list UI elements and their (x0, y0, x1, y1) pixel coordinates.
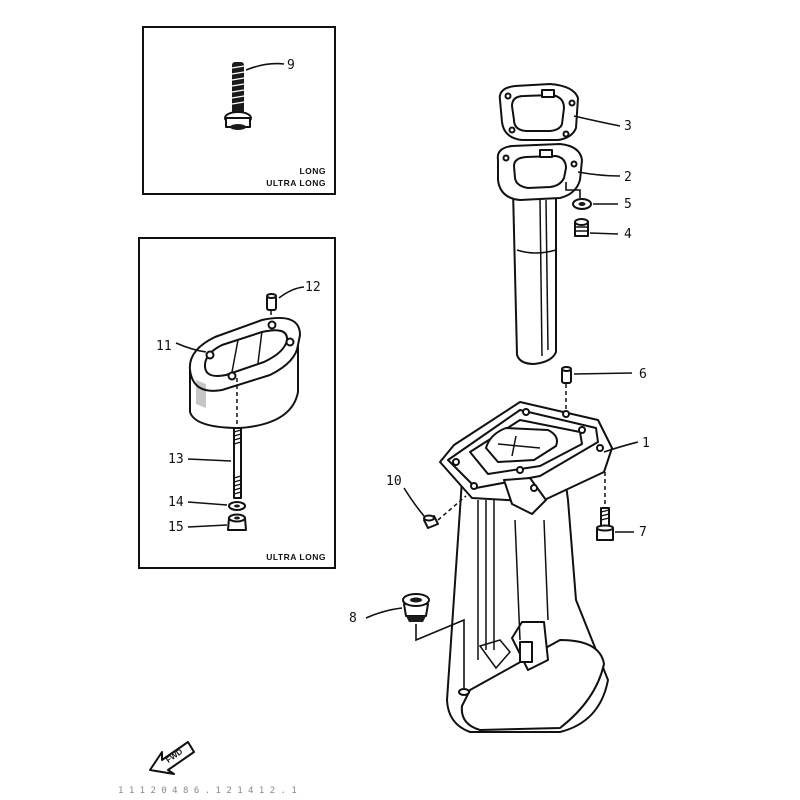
part-15-nut (227, 513, 247, 531)
fwd-arrow-icon: FWD (149, 741, 195, 775)
part-10-plug (423, 514, 439, 529)
callout-6: 6 (639, 367, 647, 382)
callout-3: 3 (624, 119, 632, 134)
callout-13: 13 (168, 452, 184, 467)
part-9-bolt (224, 62, 252, 130)
inset-box-border (142, 26, 336, 195)
callout-2: 2 (624, 170, 632, 185)
leader-9 (245, 62, 285, 71)
inset-label-ultra-long-2: ULTRA LONG (266, 552, 326, 562)
callout-4: 4 (624, 227, 632, 242)
part-2-exhaust-tube (496, 143, 583, 365)
part-5-washer (572, 198, 592, 210)
footer-code: 1 1 1 2 0 4 8 6 . 1 2 1 4 1 2 . 1 (118, 786, 297, 796)
callout-8: 8 (349, 611, 357, 626)
leader-2-tab (565, 182, 581, 198)
part-14-washer (228, 501, 246, 511)
callout-14: 14 (168, 495, 184, 510)
part-1-upper-casing (439, 401, 613, 733)
part-4-bolt (574, 218, 589, 237)
callout-10: 10 (386, 474, 402, 489)
part-11-spacer (188, 316, 301, 429)
leader-1 (603, 441, 639, 453)
inset-label-long: LONG (299, 166, 326, 176)
leader-6 (573, 372, 633, 375)
callout-11: 11 (156, 339, 172, 354)
leader-14 (187, 501, 228, 506)
leader-10 (403, 487, 425, 517)
leader-15 (187, 524, 228, 528)
callout-12: 12 (305, 280, 321, 295)
part-3-gasket (498, 83, 579, 141)
leader-11 (175, 342, 207, 353)
dash-10 (437, 495, 467, 521)
part-8-grommet (402, 593, 430, 622)
callout-5: 5 (624, 197, 632, 212)
part-6-dowel-pin (561, 366, 572, 384)
inset-label-ultra-long: ULTRA LONG (266, 178, 326, 188)
leader-13 (187, 458, 232, 462)
inset-box-border-2 (138, 237, 336, 569)
ultra-long-inset-box: 12 11 13 (138, 237, 336, 569)
leader-4 (589, 232, 619, 235)
part-13-stud (233, 427, 242, 499)
leader-2 (577, 171, 621, 177)
leader-8-path (415, 618, 465, 688)
long-ultralong-inset-box: 9 LONG ULTRA LONG (142, 26, 336, 195)
callout-7: 7 (639, 525, 647, 540)
grommet-hole (458, 688, 470, 696)
callout-9: 9 (287, 58, 295, 73)
part-7-bolt (596, 507, 614, 541)
leader-8 (365, 607, 403, 619)
callout-1: 1 (642, 436, 650, 451)
leader-3 (573, 115, 621, 127)
part-12-dowel-pin (266, 293, 277, 311)
leader-12 (278, 286, 305, 299)
callout-15: 15 (168, 520, 184, 535)
